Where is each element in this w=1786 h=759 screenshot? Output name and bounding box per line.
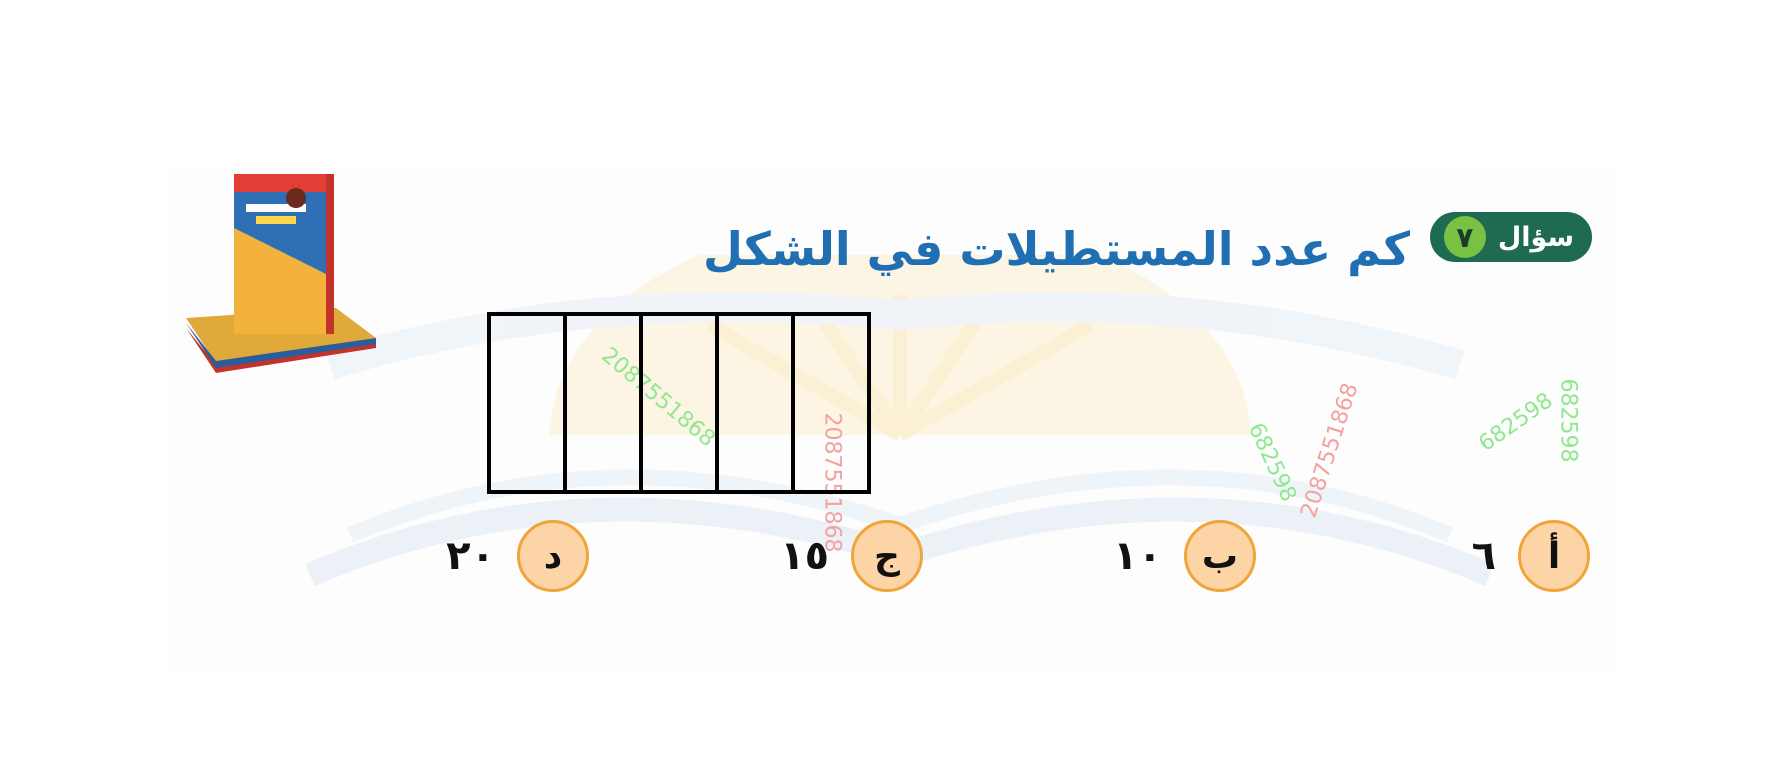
choice-d[interactable]: د ٢٠ — [446, 520, 589, 592]
choice-c[interactable]: ج ١٥ — [780, 520, 923, 592]
choice-b[interactable]: ب ١٠ — [1113, 520, 1256, 592]
choice-letter-circle: أ — [1518, 520, 1590, 592]
choice-letter-circle: ب — [1184, 520, 1256, 592]
question-badge-label: سؤال — [1497, 221, 1574, 253]
choice-letter-circle: ج — [851, 520, 923, 592]
rectangles-figure — [487, 312, 871, 494]
choice-a[interactable]: أ ٦ — [1472, 520, 1590, 592]
question-number: ٧ — [1443, 216, 1486, 258]
choice-letter-circle: د — [517, 520, 589, 592]
watermark-text: 682598 — [1555, 378, 1581, 463]
book-cover-image — [186, 174, 376, 373]
figure-outer-rectangle — [487, 312, 871, 494]
question-text: كم عدد المستطيلات في الشكل — [702, 222, 1410, 276]
choice-value: ١٠ — [1113, 533, 1162, 579]
choice-value: ٦ — [1471, 533, 1496, 579]
question-badge: سؤال ٧ — [1430, 212, 1592, 262]
choice-value: ١٥ — [780, 533, 829, 579]
choice-value: ٢٠ — [446, 533, 495, 579]
